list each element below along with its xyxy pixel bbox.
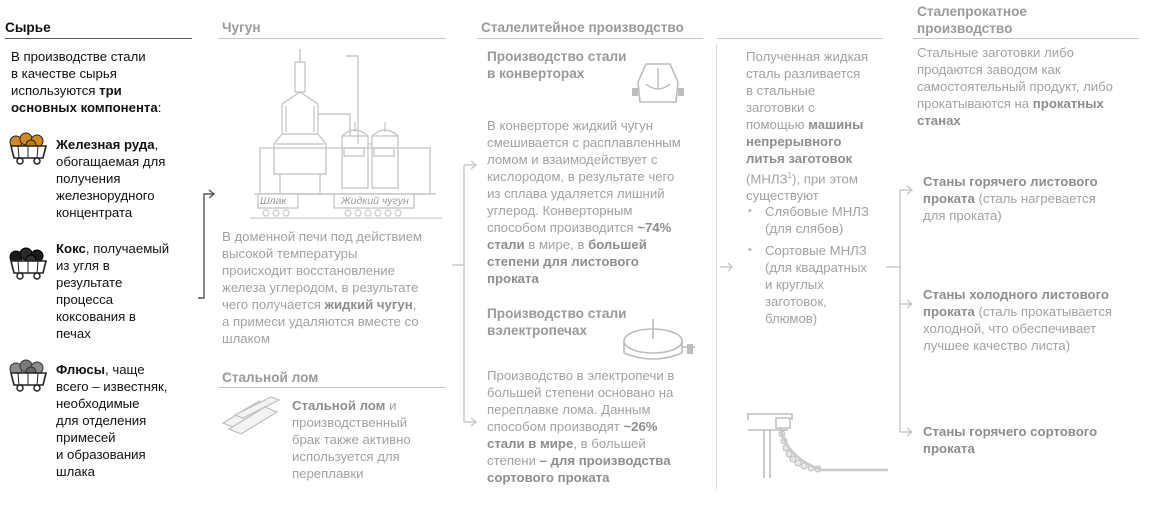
casting-divider: [716, 44, 717, 489]
raw-title: Сырье: [5, 20, 51, 35]
continuous-caster-icon: [747, 413, 888, 478]
raw-to-iron-connector: [198, 189, 216, 299]
iron-title-rule: [218, 38, 446, 39]
steel-to-casting-arrow: [720, 262, 733, 272]
casting-title-rule: [717, 38, 883, 39]
raw-intro: В производстве стали в качестве сырья ис…: [11, 49, 162, 115]
casting-text: Полученная жидкая сталь разливается в ст…: [746, 49, 869, 204]
iron-to-steel-connector: [452, 160, 478, 427]
bullet-slab: Слябовые МНЛЗ (для слябов): [748, 203, 888, 237]
coke-cart-icon: [9, 247, 48, 280]
bullet-billet: Сортовые МНЛЗ (для квадратных и круглых …: [748, 242, 888, 327]
steel-title: Сталелитейное производство: [481, 20, 684, 35]
eaf-title: Производство стали вэлектропечах: [487, 306, 627, 338]
mill-cold-sheet: Станы холодного листового проката (сталь…: [923, 287, 1113, 353]
slag-label: Шлак: [260, 195, 287, 207]
eaf-text: Производство в электропечи в большей сте…: [487, 368, 675, 485]
ore-cart-icon: [9, 132, 48, 165]
electric-furnace-icon: [623, 319, 695, 360]
converter-icon: [632, 63, 684, 103]
blast-furnace-illustration: [250, 49, 442, 219]
scrap-text: Стальной лом и производственный брак так…: [292, 398, 411, 481]
mill-hot-sheet: Станы горячего листового проката (сталь …: [923, 174, 1098, 223]
ore-text: Железная руда, обогащаемая для получения…: [56, 137, 166, 220]
rolling-title-rule: [913, 38, 1139, 39]
flux-cart-icon: [9, 359, 48, 392]
flux-text: Флюсы, чаще всего – известняк, необходим…: [56, 362, 168, 479]
scrap-beams-icon: [221, 396, 281, 435]
converter-text: В конверторе жидкий чугун смешивается с …: [487, 118, 681, 286]
rolling-title: Сталепрокатное производство: [917, 4, 1027, 36]
scrap-title: Стальной лом: [222, 370, 319, 385]
steel-title-rule: [477, 38, 703, 39]
hot-metal-label: Жидкий чугун: [341, 195, 409, 207]
converter-title: Производство стали в конверторах: [487, 49, 627, 81]
raw-title-rule: [5, 38, 192, 39]
casting-bullets: Слябовые МНЛЗ (для слябов) Сортовые МНЛЗ…: [748, 203, 888, 332]
scrap-title-rule: [218, 387, 446, 388]
mill-hot-section: Станы горячего сортового проката: [923, 424, 1098, 456]
coke-text: Кокс, получаемый из угля в результате пр…: [56, 241, 170, 341]
iron-title: Чугун: [222, 20, 261, 35]
iron-text: В доменной печи под действием высокой те…: [222, 229, 423, 346]
rolling-intro: Стальные заготовки либо продаются заводо…: [917, 45, 1114, 128]
casting-to-rolling-connector: [886, 185, 914, 437]
